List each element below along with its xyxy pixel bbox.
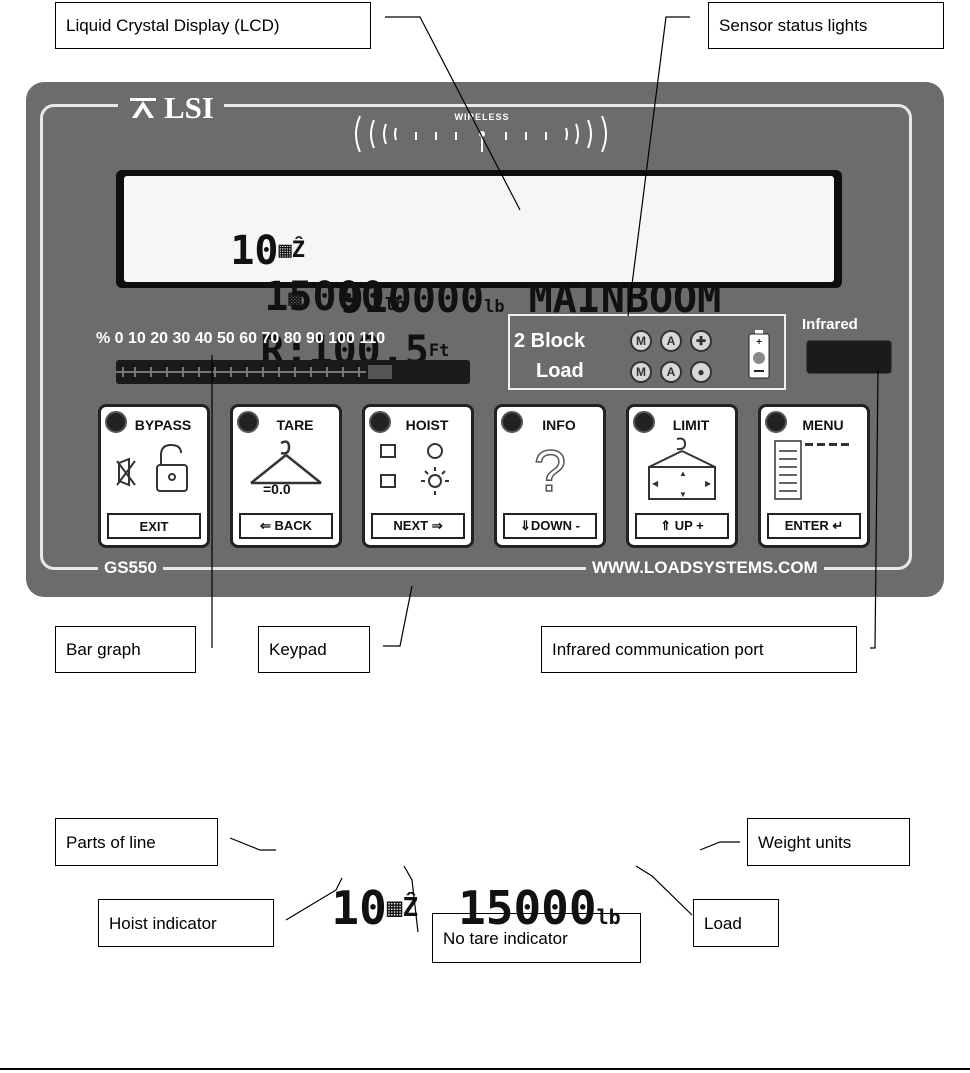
detail-load: 15000 — [458, 881, 597, 935]
lcd-weight-unit-2: lb — [484, 297, 505, 317]
info-down-key[interactable]: INFO ? ⇓DOWN - — [494, 404, 606, 548]
hoist-icon — [380, 443, 449, 495]
svg-text:+: + — [756, 337, 762, 348]
menu-label: MENU — [802, 417, 844, 433]
battery-icon: + — [748, 330, 770, 379]
sensor-2block-m-light: M — [630, 330, 652, 352]
callout-sensor-lights: Sensor status lights — [708, 2, 944, 49]
callout-keypad: Keypad — [258, 626, 370, 673]
enter-label: ENTER ↵ — [767, 513, 861, 539]
bypass-led — [105, 411, 127, 433]
callout-hoist-indicator: Hoist indicator — [98, 899, 274, 947]
brand-name: LSI — [164, 90, 214, 125]
svg-text:◀: ◀ — [652, 479, 659, 488]
back-label: ⇐ BACK — [239, 513, 333, 539]
bypass-icon — [116, 443, 188, 492]
lcd-load-value: 15000 — [264, 274, 385, 320]
tare-zero-readout: =0.0 — [263, 481, 291, 497]
callout-load: Load — [693, 899, 779, 947]
sensor-2block-a-light: A — [660, 330, 682, 352]
tare-led — [237, 411, 259, 433]
callout-no-tare-indicator: No tare indicator — [432, 913, 641, 963]
info-label: INFO — [542, 417, 576, 433]
hoist-led — [369, 411, 391, 433]
lcd-no-tare-icon: Ẑ — [291, 238, 305, 263]
info-led — [501, 411, 523, 433]
limit-label: LIMIT — [672, 417, 710, 433]
sensor-2block-status-icon: ✚ — [690, 330, 712, 352]
svg-text:▶: ▶ — [705, 479, 712, 488]
next-label: NEXT ⇒ — [371, 513, 465, 539]
sensor-load-m-light: M — [630, 361, 652, 383]
limit-led — [633, 411, 655, 433]
lcd-parts-of-line: 10 — [230, 228, 279, 274]
svg-text:?: ? — [534, 439, 566, 503]
tare-label: TARE — [276, 417, 314, 433]
sensor-row-2block-label: 2 Block — [514, 330, 586, 352]
menu-led — [765, 411, 787, 433]
infrared-port[interactable] — [806, 340, 892, 374]
detail-weight-unit: lb — [596, 905, 621, 929]
lcd-total-load: 910000 — [339, 276, 485, 322]
question-mark-icon: ? — [533, 438, 567, 503]
limit-icon: ▲ ▼ ◀ ▶ — [648, 437, 716, 500]
hoist-label: HOIST — [405, 417, 449, 433]
tare-back-key[interactable]: TARE =0.0 ⇐ BACK — [230, 404, 342, 548]
callout-infrared-port: Infrared communication port — [541, 626, 857, 673]
detail-hoist-icon: ▦ — [386, 893, 403, 923]
hoist-next-key[interactable]: HOIST NEXT ⇒ — [362, 404, 474, 548]
limit-up-key[interactable]: LIMIT ▲ ▼ ◀ ▶ ⇑ UP + — [626, 404, 738, 548]
model-label: GS550 — [98, 555, 163, 581]
bar-graph — [116, 360, 470, 384]
wireless-label: WIRELESS — [454, 112, 510, 122]
detail-no-tare-icon: Ẑ — [402, 893, 419, 923]
menu-list-icon — [774, 440, 849, 500]
svg-text:▲: ▲ — [679, 469, 687, 478]
bar-graph-scale: % 0 10 20 30 40 50 60 70 80 90 100 110 — [96, 330, 386, 347]
callout-parts-of-line: Parts of line — [55, 818, 218, 866]
lcd-weight-unit: lb — [384, 295, 406, 315]
lcd-detail-readout: 10▦Ẑ 15000lb — [276, 824, 621, 945]
bar-graph-segments — [116, 365, 392, 379]
detail-parts-of-line: 10 — [331, 881, 387, 935]
callout-lcd: Liquid Crystal Display (LCD) — [55, 2, 371, 49]
tare-hook-icon — [250, 440, 322, 485]
bypass-exit-key[interactable]: BYPASS EXIT — [98, 404, 210, 548]
down-label: ⇓DOWN - — [503, 513, 597, 539]
menu-enter-key[interactable]: MENU ENTER ↵ — [758, 404, 870, 548]
brand-logo: LSI — [118, 90, 224, 125]
lcd-hoist-icon: ▦ — [278, 238, 292, 263]
bypass-label: BYPASS — [134, 417, 192, 433]
sensor-row-load-label: Load — [536, 360, 584, 382]
infrared-label: Infrared — [802, 316, 858, 333]
sensor-load-bulb-icon: ● — [690, 361, 712, 383]
lcd-hoist-icon-2: ▩ — [288, 286, 302, 311]
callout-bar-graph: Bar graph — [55, 626, 196, 673]
exit-label: EXIT — [107, 513, 201, 539]
footer-rule — [0, 1068, 970, 1070]
lcd-radius-unit: Ft — [428, 341, 450, 361]
lsi-logo-icon — [130, 98, 156, 118]
up-label: ⇑ UP + — [635, 513, 729, 539]
svg-text:▼: ▼ — [679, 490, 687, 499]
sensor-load-a-light: A — [660, 361, 682, 383]
callout-weight-units: Weight units — [747, 818, 910, 866]
website-label: WWW.LOADSYSTEMS.COM — [586, 555, 824, 581]
